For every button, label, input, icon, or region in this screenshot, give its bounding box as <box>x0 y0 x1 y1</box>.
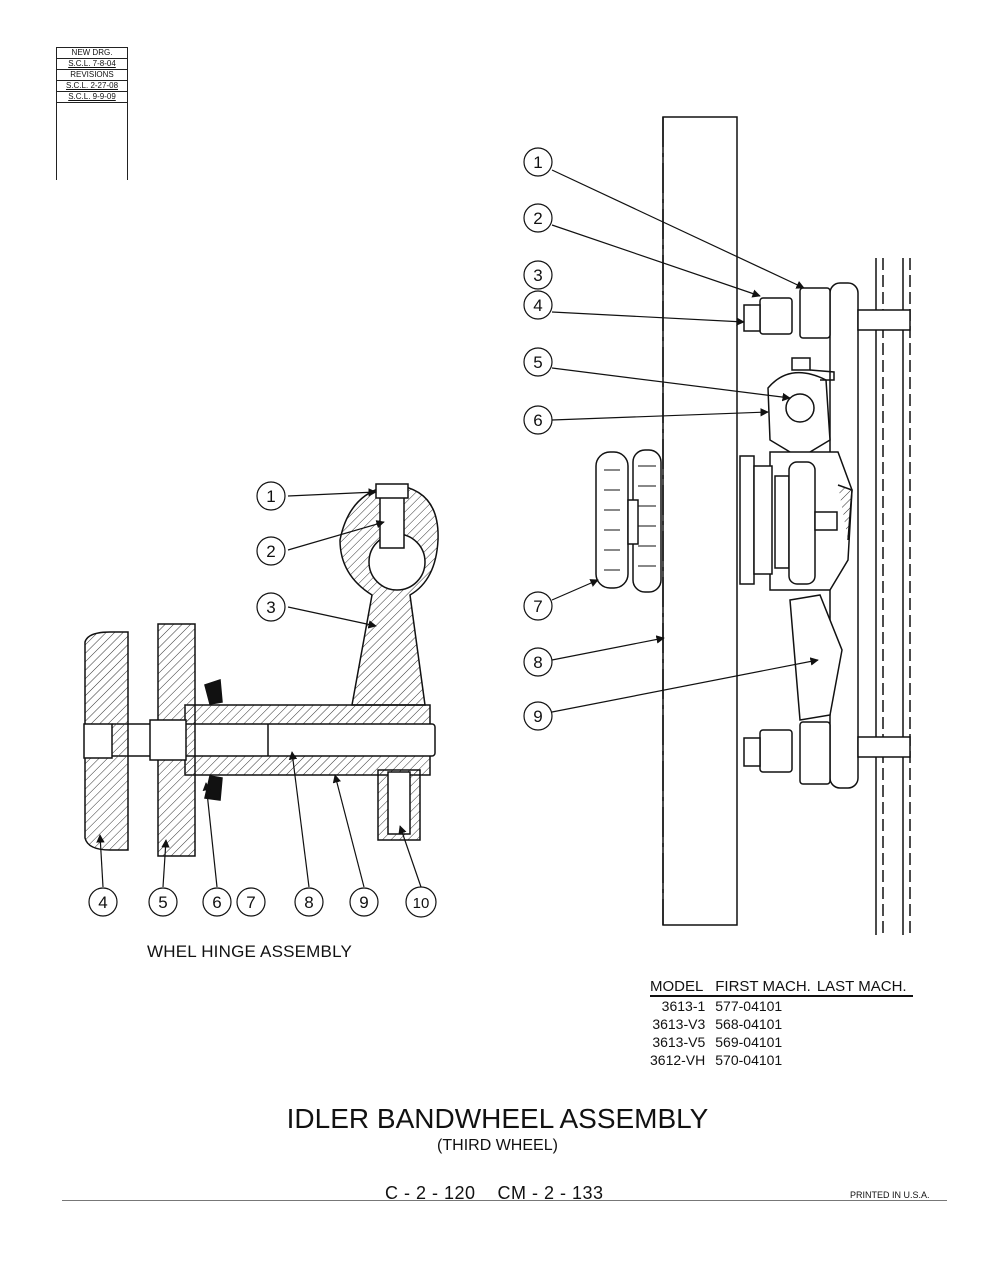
hinge-section-view <box>83 483 439 857</box>
side-view <box>595 116 911 935</box>
callout-label: 8 <box>533 653 542 672</box>
page-subtitle: (THIRD WHEEL) <box>437 1137 558 1154</box>
callout-label: 7 <box>246 893 255 912</box>
callout-label: 10 <box>413 895 430 912</box>
callout-numbers: 1 2 3 4 5 6 7 8 9 1 2 3 4 5 6 7 8 9 10 <box>98 153 542 912</box>
table-row: 3613-V5 569-04101 <box>652 1034 783 1050</box>
callout-bottom <box>88 886 437 918</box>
callout-label: 3 <box>266 598 275 617</box>
page-title: IDLER BANDWHEEL ASSEMBLY <box>286 1103 709 1134</box>
callout-label: 2 <box>533 209 542 228</box>
callout-label: 4 <box>533 296 542 315</box>
model-table: MODEL FIRST MACH. LAST MACH. 3613-1 577-… <box>650 978 913 1069</box>
revision-row: REVISIONS <box>57 70 127 81</box>
callout-label: 5 <box>533 353 542 372</box>
hinge-assembly-title: WHEL HINGE ASSEMBLY <box>147 942 353 961</box>
callout-label: 6 <box>533 411 542 430</box>
callout-label: 9 <box>533 707 542 726</box>
callout-right <box>523 147 553 731</box>
callout-label: 1 <box>533 153 542 172</box>
printed-notice: PRINTED IN U.S.A. <box>850 1190 930 1200</box>
callout-left-upper <box>256 481 286 622</box>
callout-label: 2 <box>266 542 275 561</box>
table-row: 3613-1 577-04101 <box>661 998 783 1014</box>
revision-row: S.C.L. 2-27-08 <box>57 81 127 92</box>
callout-label: 6 <box>212 893 221 912</box>
revision-block: NEW DRG. S.C.L. 7-8-04 REVISIONS S.C.L. … <box>56 47 128 180</box>
table-row: 3613-V3 568-04101 <box>652 1016 783 1032</box>
model-header: MODEL <box>650 978 716 997</box>
callout-label: 8 <box>304 893 313 912</box>
first-mach-header: FIRST MACH. <box>715 978 817 997</box>
callout-label: 3 <box>533 266 542 285</box>
last-mach-header: LAST MACH. <box>816 978 913 997</box>
revision-row: NEW DRG. <box>57 48 127 59</box>
callout-label: 5 <box>158 893 167 912</box>
callout-label: 9 <box>359 893 368 912</box>
callout-label: 7 <box>533 597 542 616</box>
revision-row: S.C.L. 9-9-09 <box>57 92 127 103</box>
callout-label: 4 <box>98 893 107 912</box>
table-row: 3612-VH 570-04101 <box>650 1052 783 1068</box>
footer-divider <box>62 1200 947 1201</box>
drawing-number: C - 2 - 120 CM - 2 - 133 <box>385 1183 604 1203</box>
revision-row: S.C.L. 7-8-04 <box>57 59 127 70</box>
callouts <box>88 147 819 918</box>
callout-label: 1 <box>266 487 275 506</box>
